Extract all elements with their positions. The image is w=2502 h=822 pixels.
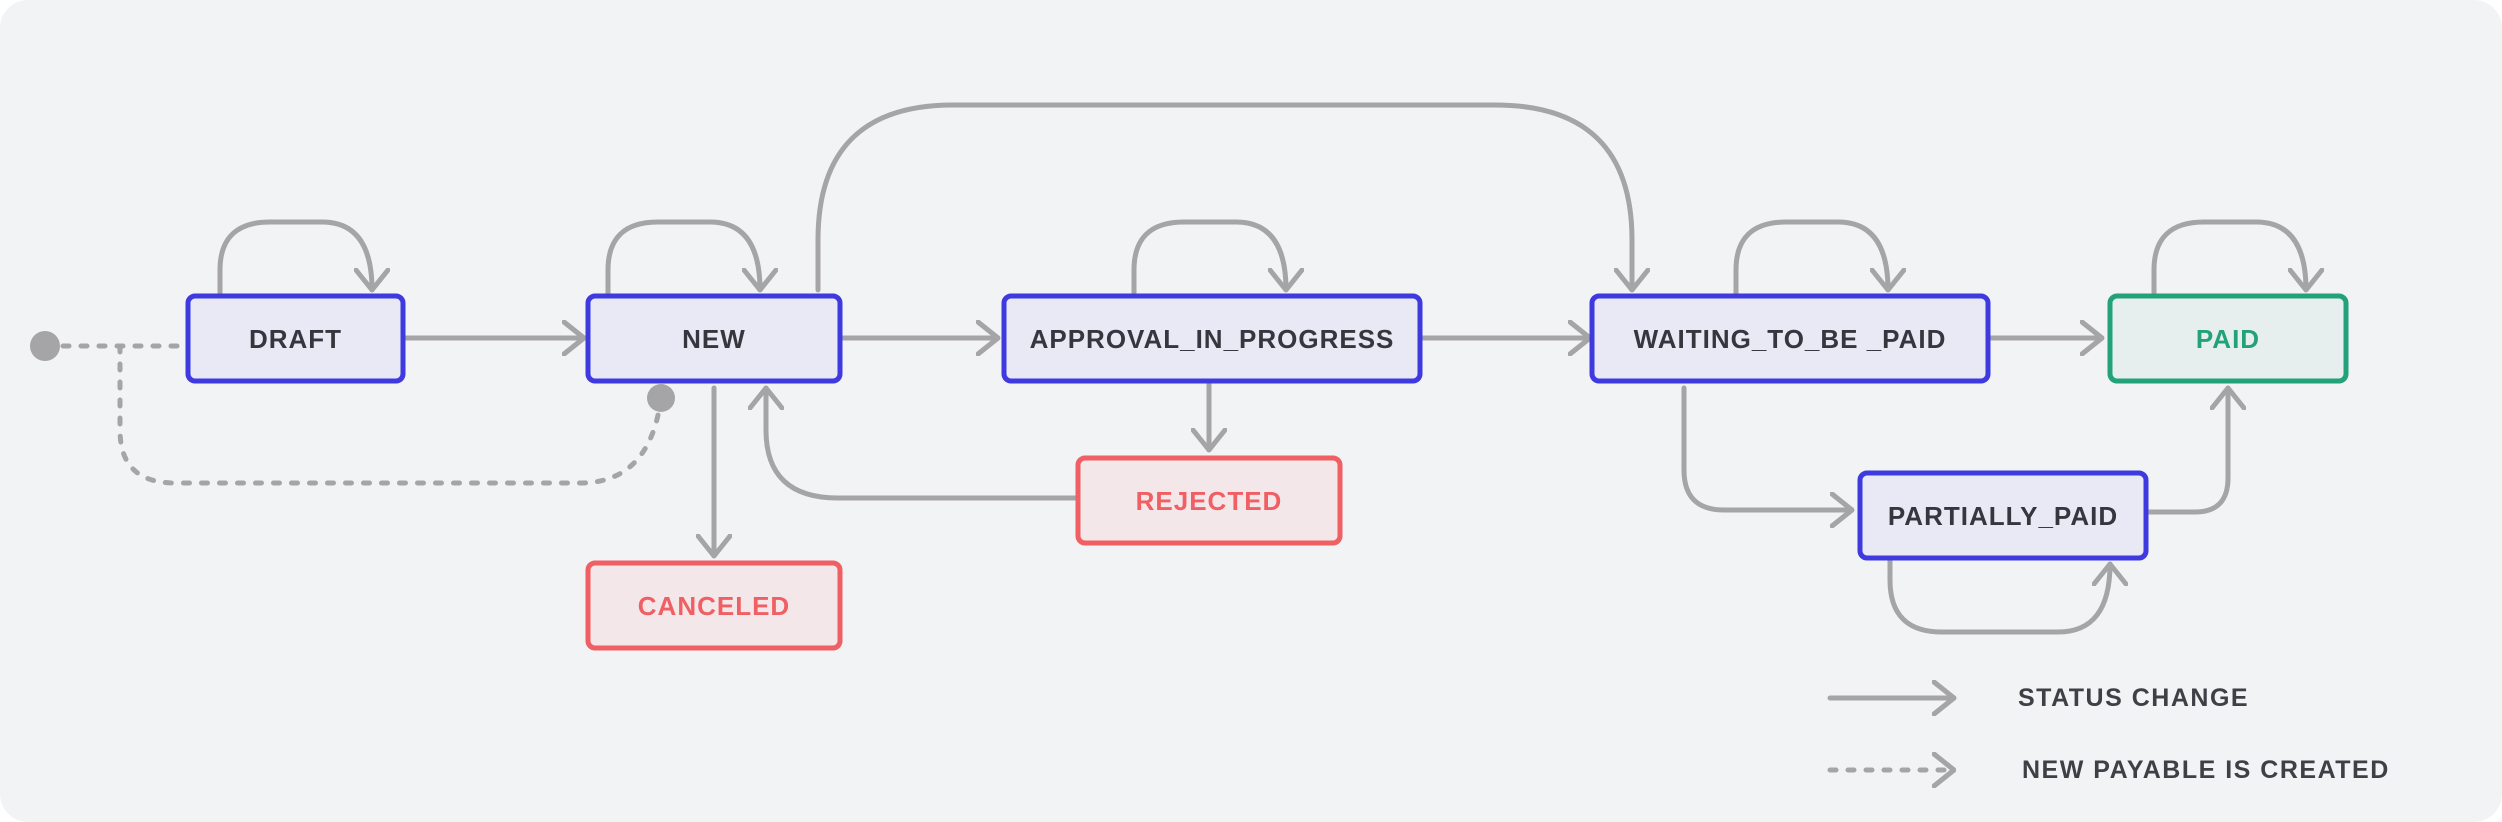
edge-start-to-new-dashed	[117, 343, 664, 486]
edge-partially-paid-self-loop	[1887, 557, 2110, 635]
edge-paid-self-loop	[2151, 219, 2306, 297]
edge-new-to-waiting-arc	[815, 102, 1632, 293]
node-canceled-label: CANCELED	[638, 591, 790, 621]
edge-approval-self-loop	[1131, 219, 1286, 297]
edges	[30, 102, 2306, 635]
node-paid[interactable]: PAID	[2107, 293, 2349, 384]
legend-new-payable-label: NEW PAYABLE IS CREATED	[2022, 756, 2390, 784]
node-draft[interactable]: DRAFT	[185, 293, 406, 384]
edge-partially-paid-to-paid	[2145, 385, 2228, 515]
edge-new-self-loop	[605, 219, 760, 297]
node-partially-paid[interactable]: PARTIALLY_PAID	[1857, 470, 2149, 561]
node-waiting-to-be-paid[interactable]: WAITING_TO_BE _PAID	[1589, 293, 1991, 384]
node-new-label: NEW	[682, 324, 746, 354]
legend-status-change-label: STATUS CHANGE	[2018, 684, 2249, 712]
nodes: DRAFT NEW APPROVAL_IN_PROGRESS WAITING_T…	[185, 293, 2349, 651]
node-waiting-label: WAITING_TO_BE _PAID	[1634, 324, 1947, 354]
node-rejected-label: REJECTED	[1136, 486, 1283, 516]
node-draft-label: DRAFT	[249, 324, 342, 354]
node-canceled[interactable]: CANCELED	[585, 560, 843, 651]
node-approval-label: APPROVAL_IN_PROGRESS	[1030, 324, 1395, 354]
edge-waiting-self-loop	[1733, 219, 1888, 297]
legend: STATUS CHANGE NEW PAYABLE IS CREATED	[1827, 684, 2390, 784]
edge-draft-self-loop	[217, 219, 372, 297]
node-approval-in-progress[interactable]: APPROVAL_IN_PROGRESS	[1001, 293, 1423, 384]
node-rejected[interactable]: REJECTED	[1075, 455, 1343, 546]
edge-waiting-to-partially-paid	[1681, 385, 1855, 510]
new-creation-dot	[647, 384, 675, 412]
node-paid-label: PAID	[2196, 324, 2260, 354]
edge-rejected-to-new	[766, 385, 1079, 501]
node-new[interactable]: NEW	[585, 293, 843, 384]
node-partially-paid-label: PARTIALLY_PAID	[1888, 501, 2118, 531]
